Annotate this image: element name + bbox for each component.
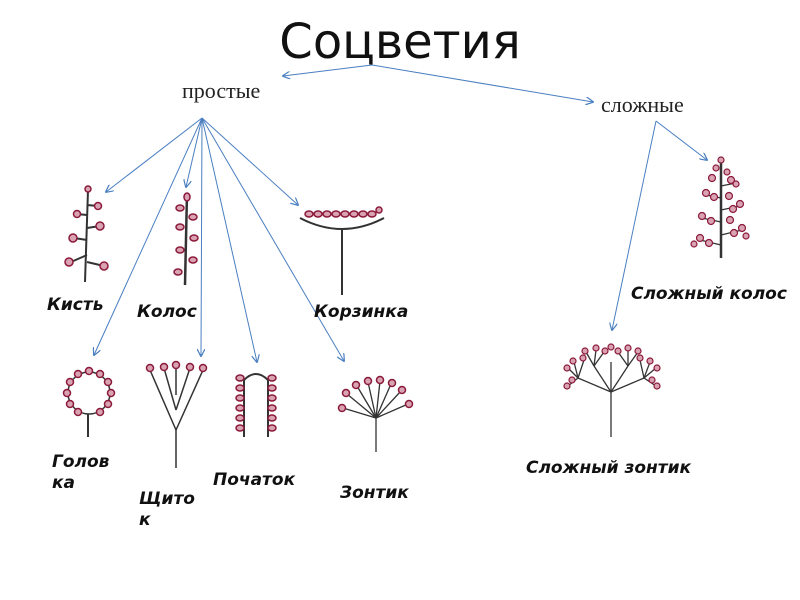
arrow-to-simple <box>283 65 372 76</box>
label-corymb-line2: к <box>139 510 195 531</box>
label-compound-umbel: Сложный зонтик <box>526 458 691 479</box>
label-umbel: Зонтик <box>340 483 409 504</box>
label-head-line2: ка <box>52 473 109 494</box>
label-raceme: Кисть <box>47 295 104 316</box>
arrow-to-umbel <box>202 118 344 361</box>
spadix-drawing <box>236 374 276 437</box>
arrow-to-corymb <box>201 118 202 356</box>
simple-arrows <box>94 118 344 362</box>
label-spadix: Початок <box>213 470 295 491</box>
label-corymb: Щито к <box>139 489 195 531</box>
label-spike: Колос <box>137 302 197 323</box>
arrow-to-basket <box>202 118 298 205</box>
head-drawing <box>64 368 115 438</box>
arrow-to-spadix <box>202 118 257 362</box>
label-head-line1: Голов <box>52 452 109 473</box>
label-compound-spike: Сложный колос <box>631 284 787 305</box>
label-corymb-line1: Щито <box>139 489 195 510</box>
basket-drawing <box>300 207 384 295</box>
label-head: Голов ка <box>52 452 109 494</box>
umbel-drawing <box>339 377 413 453</box>
title-arrows <box>283 65 593 102</box>
corymb-drawing <box>147 362 207 469</box>
compound-umbel-drawing <box>564 344 660 437</box>
compound-spike-drawing <box>691 157 749 258</box>
arrow-to-complex <box>372 65 593 102</box>
arrow-to-compound-spike <box>656 121 707 160</box>
label-basket: Корзинка <box>314 302 408 323</box>
spike-drawing <box>174 193 198 285</box>
